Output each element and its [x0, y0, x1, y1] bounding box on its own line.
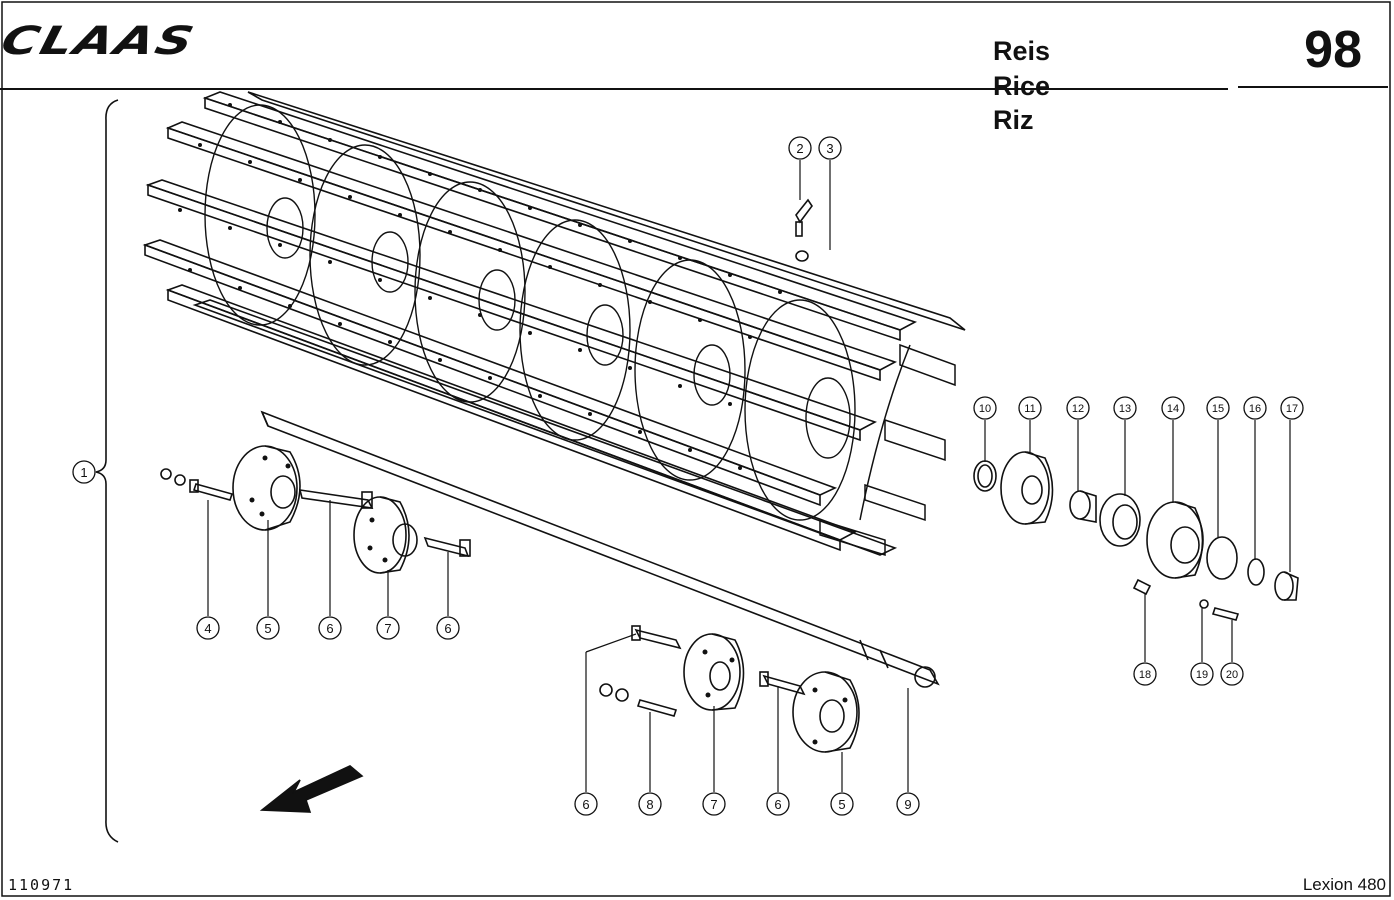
direction-arrow-icon — [259, 765, 364, 813]
rotor-drum — [142, 91, 966, 557]
callout-label: 12 — [1072, 403, 1084, 415]
bolt-4 — [160, 468, 234, 501]
callout-label: 14 — [1167, 403, 1179, 415]
callout-label: 17 — [1286, 403, 1298, 415]
hub-upper — [232, 445, 301, 531]
callout-label: 5 — [838, 797, 845, 812]
clip-2-3 — [795, 198, 813, 262]
title-german: Reis — [993, 36, 1051, 66]
callout-label: 13 — [1119, 403, 1131, 415]
callout-label: 2 — [796, 141, 803, 156]
callout-label: 3 — [826, 141, 833, 156]
key-6d — [759, 671, 806, 696]
callout-label: 6 — [582, 797, 589, 812]
callout-label: 9 — [904, 797, 911, 812]
key-6a — [298, 489, 374, 510]
title-french: Riz — [993, 105, 1034, 135]
main-shaft — [260, 410, 940, 688]
callout-label: 8 — [646, 797, 653, 812]
hub-7a — [353, 496, 418, 574]
callout-label: 18 — [1139, 669, 1151, 681]
callout-label: 6 — [326, 621, 333, 636]
group-bracket — [95, 99, 119, 843]
callout-label: 6 — [444, 621, 451, 636]
callout-label: 16 — [1249, 403, 1261, 415]
title-english: Rice — [993, 71, 1051, 101]
document-code: 110971 — [8, 876, 75, 894]
key-6b — [423, 536, 471, 558]
bolt-8 — [599, 683, 678, 717]
callout-label: 20 — [1226, 669, 1238, 681]
callout-label: 7 — [384, 621, 391, 636]
callout-label: 10 — [979, 403, 991, 415]
key-6c — [631, 625, 682, 650]
hub-7b — [683, 633, 745, 711]
callout-label: 7 — [710, 797, 717, 812]
callout-label: 19 — [1196, 669, 1208, 681]
callout-label: 15 — [1212, 403, 1224, 415]
bearing-assembly — [973, 451, 1299, 621]
header-underline-left — [0, 88, 1228, 90]
page-number: 98 — [1304, 21, 1362, 79]
machine-model: Lexion 480 — [1302, 875, 1386, 894]
header-underline-right — [1238, 86, 1388, 88]
callout-label: 1 — [80, 465, 87, 480]
hub-5b — [792, 671, 860, 753]
callout-label: 5 — [264, 621, 271, 636]
callout-label: 11 — [1024, 403, 1035, 415]
callout-label: 6 — [774, 797, 781, 812]
callout-label: 4 — [204, 621, 211, 636]
